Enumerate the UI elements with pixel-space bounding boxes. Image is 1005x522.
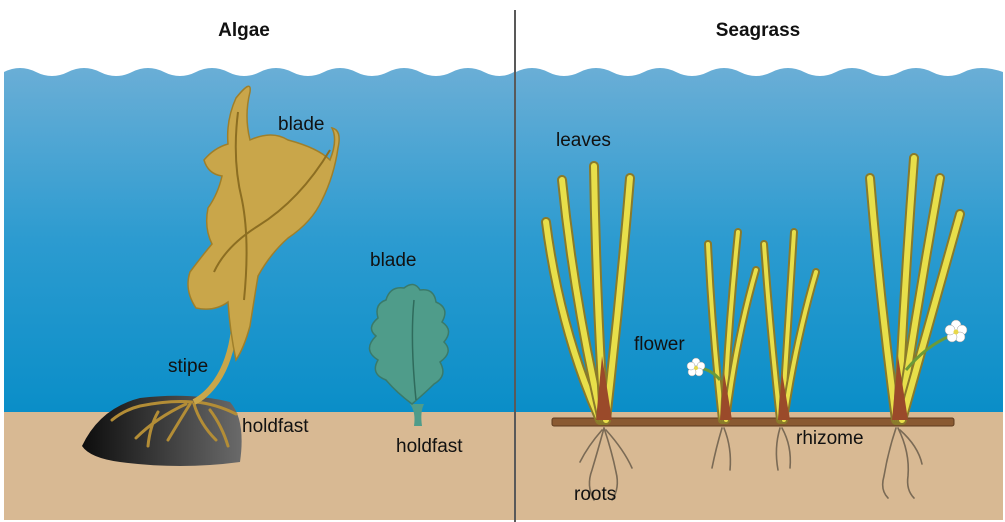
label-stipe: stipe <box>168 356 208 377</box>
label-holdfast-small: holdfast <box>396 436 463 457</box>
label-roots: roots <box>574 484 616 505</box>
algae-title: Algae <box>218 20 270 41</box>
label-rhizome: rhizome <box>796 428 864 449</box>
label-leaves: leaves <box>556 130 611 151</box>
label-blade-small: blade <box>370 250 417 271</box>
seagrass-title: Seagrass <box>716 20 801 41</box>
label-blade-large: blade <box>278 114 325 135</box>
label-holdfast-large: holdfast <box>242 416 309 437</box>
label-flower: flower <box>634 334 685 355</box>
